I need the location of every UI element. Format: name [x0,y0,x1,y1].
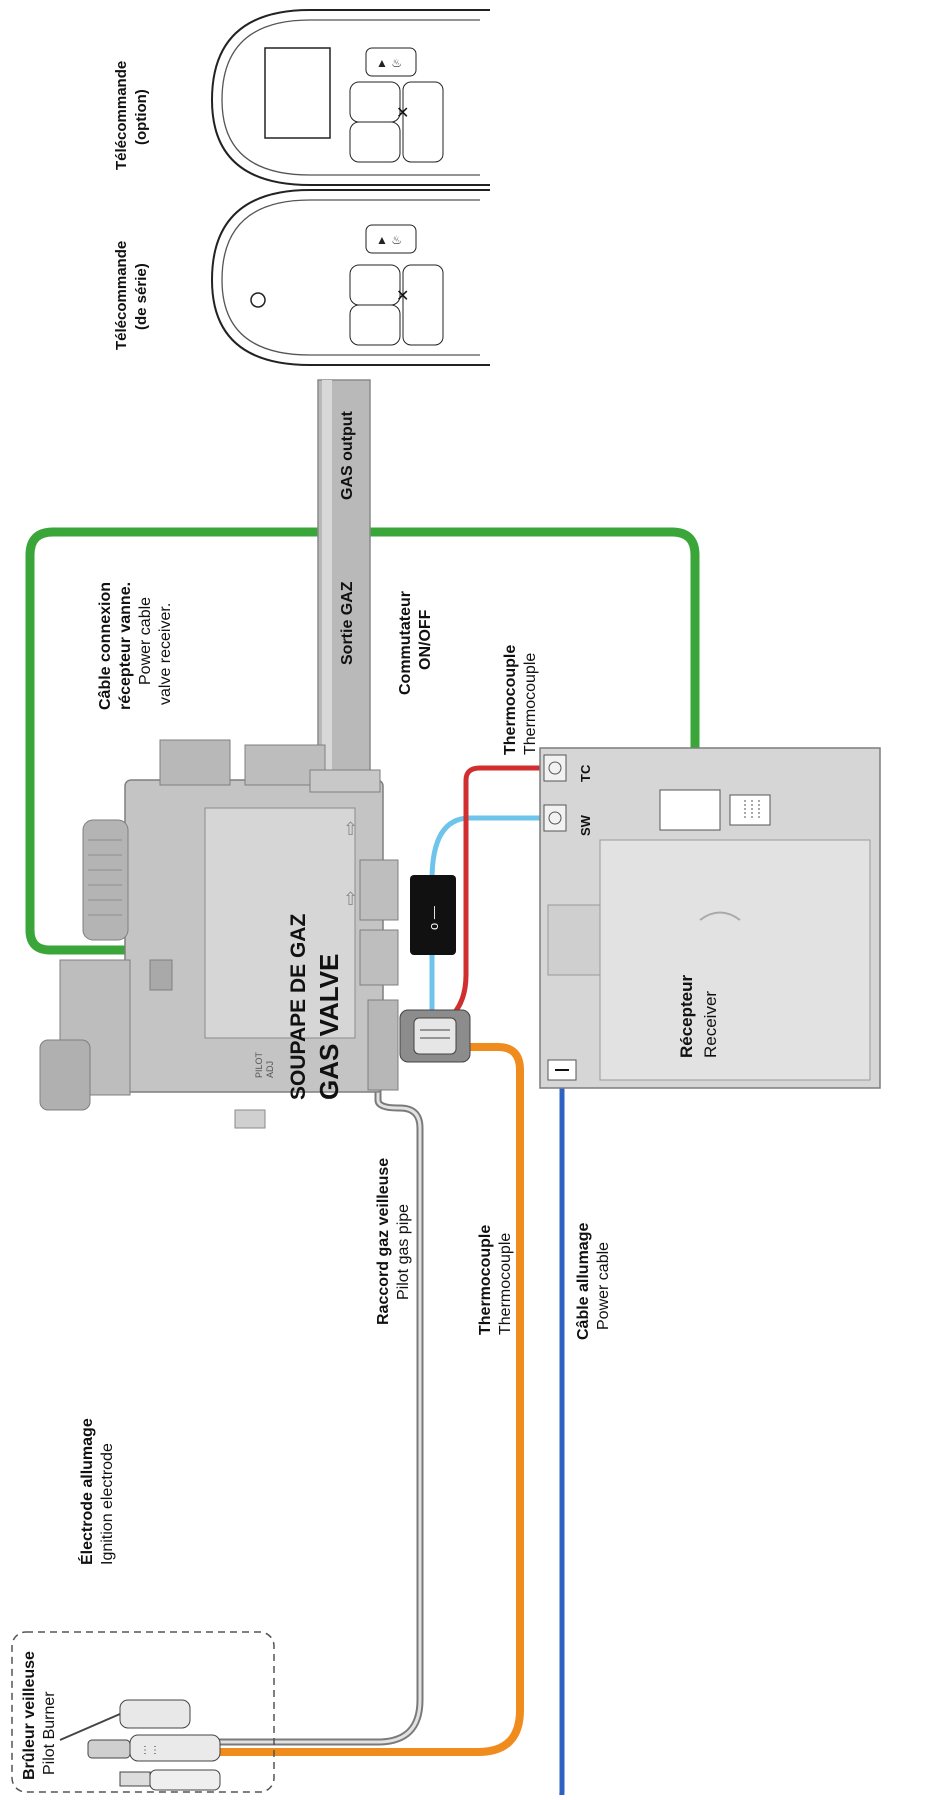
sortie-gaz-label: Sortie GAZ [339,581,356,665]
down-button-2[interactable] [349,121,401,163]
raccord-label-fr: Raccord gaz veilleuse [375,1158,392,1325]
flame-up-button[interactable] [365,224,417,254]
gas-valve: ⇧ ⇧ PILOT ADJ SOUPAPE DE GAZ GAS VALVE [39,739,399,1129]
thermocouple-bottom-label-fr: Thermocouple [477,1225,494,1335]
remote-standard-label-1: Télécommande [113,241,130,350]
pilot-gas-pipe-highlight [190,1090,422,1744]
remote-option-label-2: (option) [133,89,150,145]
led-indicator-icon [250,292,266,308]
cable-connexion-label-3: Power cable [137,597,154,685]
receiver: TC SW Récepteur Receiver [539,747,881,1089]
fan-x-icon-2: ✕ [396,105,409,122]
gas-valve-label: GAS VALVE [314,954,344,1100]
soupape-label: SOUPAPE DE GAZ [287,914,310,1100]
pilot-burner-box: ⋮⋮ [11,1631,275,1793]
remote-standard-label-2: (de série) [133,263,150,330]
thermocouple-orange-wire [210,1043,524,1756]
flame-small-icon: ▲ ♨ [376,56,402,70]
bruleur-label-en: Pilot Burner [41,1691,58,1775]
tc-label: TC [578,764,593,782]
power-cable-blue [558,1068,565,1800]
thermocouple-top-label-en: Thermocouple [522,653,539,755]
remote-standard[interactable]: ▲ ♨ ✕ [210,189,490,366]
fan-x-icon: ✕ [396,288,409,305]
remote-option[interactable]: ▲ ♨ ✕ [210,9,490,186]
flame-icon: ▲ ♨ [376,233,402,247]
recepteur-label: Récepteur [677,974,696,1058]
on-off-switch[interactable]: o — [410,875,456,955]
lcd-screen [264,47,331,139]
arrow-up-icon: ⇧ [343,819,358,839]
raccord-label-en: Pilot gas pipe [395,1204,412,1300]
up-button-2[interactable] [349,81,401,123]
sw-label: SW [578,814,593,836]
flame-up-button-2[interactable] [365,47,417,77]
down-button[interactable] [349,304,401,346]
power-switch-icon: o — [426,906,441,930]
gas-output-label: GAS output [339,410,356,500]
cable-connexion-label-2: récepteur vanne. [117,582,134,710]
thermocouple-red-wire [438,765,548,1028]
gas-output-pipe [317,379,371,811]
adj-marking: ADJ [265,1061,275,1078]
up-button[interactable] [349,264,401,306]
off-button-2[interactable] [402,81,444,163]
power-cable-valve-receiver [25,527,700,955]
cable-allumage-label-fr: Câble allumage [575,1223,592,1340]
remote-option-label-1: Télécommande [113,61,130,170]
arrow-up-icon-2: ⇧ [343,889,358,909]
electrode-label-en: Ignition electrode [99,1443,116,1565]
off-button[interactable] [402,264,444,346]
burner-ports-icon: ⋮⋮ [140,1745,160,1756]
electrode-label-fr: Électrode allumage [77,1418,96,1565]
pilot-marking: PILOT [254,1051,264,1078]
thermocouple-top-label-fr: Thermocouple [502,645,519,755]
thermocouple-connector [399,1009,471,1063]
bruleur-label-fr: Brûleur veilleuse [21,1651,38,1780]
commutateur-label-2: ON/OFF [417,609,434,670]
cable-connexion-label-1: Câble connexion [97,582,114,710]
commutateur-label-1: Commutateur [397,591,414,695]
receiver-label: Receiver [701,991,720,1058]
thermocouple-bottom-label-en: Thermocouple [497,1233,514,1335]
cable-connexion-label-4: valve receiver. [157,603,174,705]
cable-allumage-label-en: Power cable [595,1242,612,1330]
